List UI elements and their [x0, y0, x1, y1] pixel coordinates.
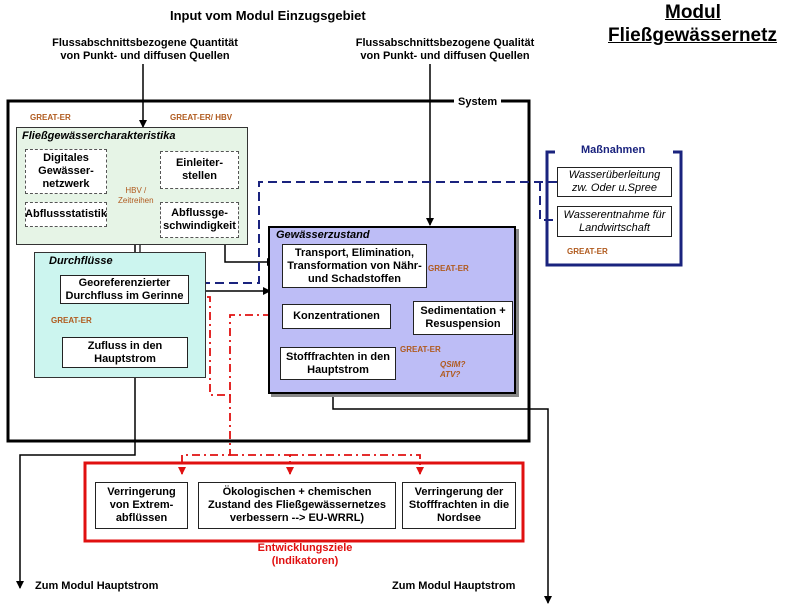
- module-title-line2: Fließgewässernetz: [608, 25, 777, 46]
- abfluss-geschwindigkeit-box: Abflussge-schwindigkeit: [160, 202, 239, 238]
- massnahmen-title: Maßnahmen: [578, 144, 649, 157]
- input-title: Input vom Modul Einzugsgebiet: [170, 8, 366, 23]
- system-label: System: [454, 96, 502, 109]
- einleiter-box: Einleiter-stellen: [160, 151, 239, 189]
- goals-frame: [83, 461, 525, 543]
- system-frame: [6, 99, 531, 443]
- qsim-tag: QSIM?ATV?: [440, 360, 466, 379]
- footer-right-label: Zum Modul Hauptstrom: [392, 580, 516, 592]
- gewaesser-title: Gewässerzustand: [276, 229, 370, 241]
- fliess-title: Fließgewässercharakteristika: [22, 130, 176, 142]
- massnahmen-tag: GREAT-ER: [567, 247, 608, 256]
- system-tag-great-er-hbv: GREAT-ER/ HBV: [170, 113, 233, 122]
- hbv-tag: HBV /Zeitreihen: [118, 186, 154, 205]
- durch-tag: GREAT-ER: [51, 316, 92, 325]
- abfluss-statistik-box: Abflussstatistik: [25, 202, 107, 227]
- gewaesser-tag1: GREAT-ER: [428, 264, 469, 273]
- sedimentation-box: Sedimentation +Resuspension: [413, 301, 513, 335]
- gewaesser-tag2: GREAT-ER: [400, 345, 441, 354]
- durch-title: Durchflüsse: [49, 255, 113, 267]
- system-tag-great-er: GREAT-ER: [30, 113, 71, 122]
- goals-label: Entwicklungsziele(Indikatoren): [257, 542, 353, 567]
- transport-box: Transport, Elimination,Transformation vo…: [282, 244, 427, 288]
- konzentrationen-box: Konzentrationen: [282, 304, 391, 329]
- footer-left-label: Zum Modul Hauptstrom: [35, 580, 159, 592]
- module-title-line1: Modul: [665, 2, 721, 23]
